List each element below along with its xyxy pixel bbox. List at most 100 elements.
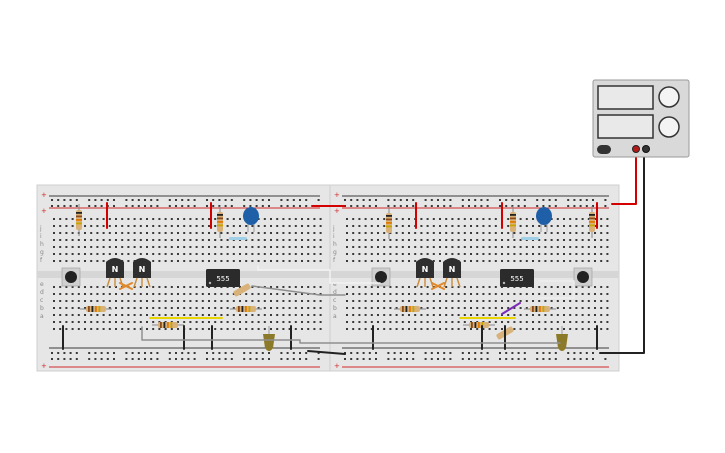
resistor[interactable]: [217, 206, 223, 238]
resistor[interactable]: [463, 322, 495, 328]
terminal-hole: [346, 260, 348, 262]
terminal-hole: [84, 232, 86, 234]
power-supply[interactable]: [592, 79, 690, 158]
rail-hole: [230, 358, 233, 360]
rail-hole: [144, 358, 146, 360]
terminal-hole: [53, 307, 55, 309]
resistor-band: [167, 322, 169, 328]
chip-notch: [208, 281, 212, 285]
psu-positive-terminal[interactable]: [632, 145, 640, 153]
resistor[interactable]: [230, 306, 262, 312]
ic-555[interactable]: 555: [500, 269, 534, 287]
npn-transistor[interactable]: N: [443, 258, 461, 288]
resistor[interactable]: [152, 322, 184, 328]
terminal-hole: [606, 246, 609, 248]
terminal-hole: [513, 253, 516, 255]
rail-hole: [218, 352, 221, 354]
terminal-hole: [251, 225, 254, 227]
terminal-hole: [164, 293, 167, 295]
terminal-hole: [96, 293, 99, 295]
terminal-hole: [77, 260, 80, 262]
terminal-hole: [606, 286, 609, 288]
rail-hole: [567, 205, 570, 207]
terminal-hole: [220, 246, 223, 248]
resistor[interactable]: [510, 206, 516, 238]
psu-power-switch[interactable]: [597, 145, 611, 154]
row-letter: e: [333, 281, 337, 288]
terminal-hole: [270, 232, 272, 234]
terminal-hole: [563, 321, 565, 323]
terminal-hole: [102, 253, 105, 255]
terminal-hole: [395, 260, 398, 262]
terminal-hole: [65, 300, 68, 302]
terminal-hole: [501, 260, 503, 262]
push-button[interactable]: [61, 267, 81, 287]
diode[interactable]: [521, 237, 539, 240]
terminal-hole: [108, 321, 111, 323]
terminal-hole: [482, 225, 485, 227]
rail-hole: [505, 205, 508, 207]
terminal-hole: [90, 286, 93, 288]
npn-transistor[interactable]: N: [133, 258, 151, 288]
ceramic-capacitor[interactable]: [536, 207, 552, 232]
rail-hole: [406, 352, 408, 354]
led[interactable]: [556, 326, 568, 351]
push-button[interactable]: [371, 267, 391, 287]
terminal-hole: [270, 307, 272, 309]
terminal-hole: [152, 260, 155, 262]
terminal-hole: [445, 307, 448, 309]
orange-wire: [119, 282, 133, 290]
ceramic-capacitor[interactable]: [243, 207, 259, 232]
resistor[interactable]: [233, 283, 252, 297]
terminal-hole: [587, 253, 590, 255]
terminal-hole: [600, 314, 603, 316]
terminal-hole: [90, 232, 93, 234]
resistor[interactable]: [524, 306, 556, 312]
transistor-leg: [456, 277, 461, 288]
diode[interactable]: [229, 237, 247, 240]
led[interactable]: [263, 326, 275, 351]
resistor[interactable]: [394, 306, 426, 312]
terminal-hole: [276, 293, 279, 295]
terminal-hole: [121, 232, 124, 234]
terminal-hole: [127, 260, 130, 262]
resistor[interactable]: [386, 207, 392, 239]
terminal-hole: [457, 307, 460, 309]
terminal-hole: [587, 225, 590, 227]
ic-555[interactable]: 555: [206, 269, 240, 287]
terminal-hole: [307, 314, 310, 316]
rail-hole: [393, 352, 396, 354]
terminal-hole: [84, 328, 86, 330]
npn-transistor[interactable]: N: [106, 258, 124, 288]
terminal-hole: [263, 293, 266, 295]
resistor[interactable]: [80, 306, 112, 312]
terminal-hole: [127, 328, 130, 330]
terminal-hole: [563, 253, 565, 255]
psu-voltage-knob[interactable]: [658, 86, 680, 108]
terminal-hole: [270, 225, 272, 227]
terminal-hole: [139, 321, 142, 323]
terminal-hole: [377, 225, 379, 227]
terminal-hole: [352, 246, 355, 248]
terminal-hole: [488, 218, 491, 220]
terminal-hole: [544, 314, 547, 316]
resistor[interactable]: [76, 204, 82, 236]
psu-current-knob[interactable]: [658, 116, 680, 138]
rail-hole: [511, 199, 514, 201]
resistor-band: [248, 306, 251, 312]
terminal-hole: [507, 246, 510, 248]
npn-transistor[interactable]: N: [416, 258, 434, 288]
psu-negative-terminal[interactable]: [642, 145, 650, 153]
terminal-hole: [408, 300, 410, 302]
resistor-band: [532, 306, 534, 312]
psu-current-display: [597, 114, 654, 139]
terminal-hole: [581, 300, 584, 302]
push-button[interactable]: [573, 267, 593, 287]
resistor[interactable]: [589, 206, 595, 238]
terminal-hole: [556, 293, 559, 295]
terminal-hole: [581, 239, 584, 241]
rail-hole: [523, 199, 526, 201]
terminal-hole: [220, 300, 223, 302]
terminal-hole: [232, 307, 235, 309]
terminal-hole: [164, 260, 167, 262]
